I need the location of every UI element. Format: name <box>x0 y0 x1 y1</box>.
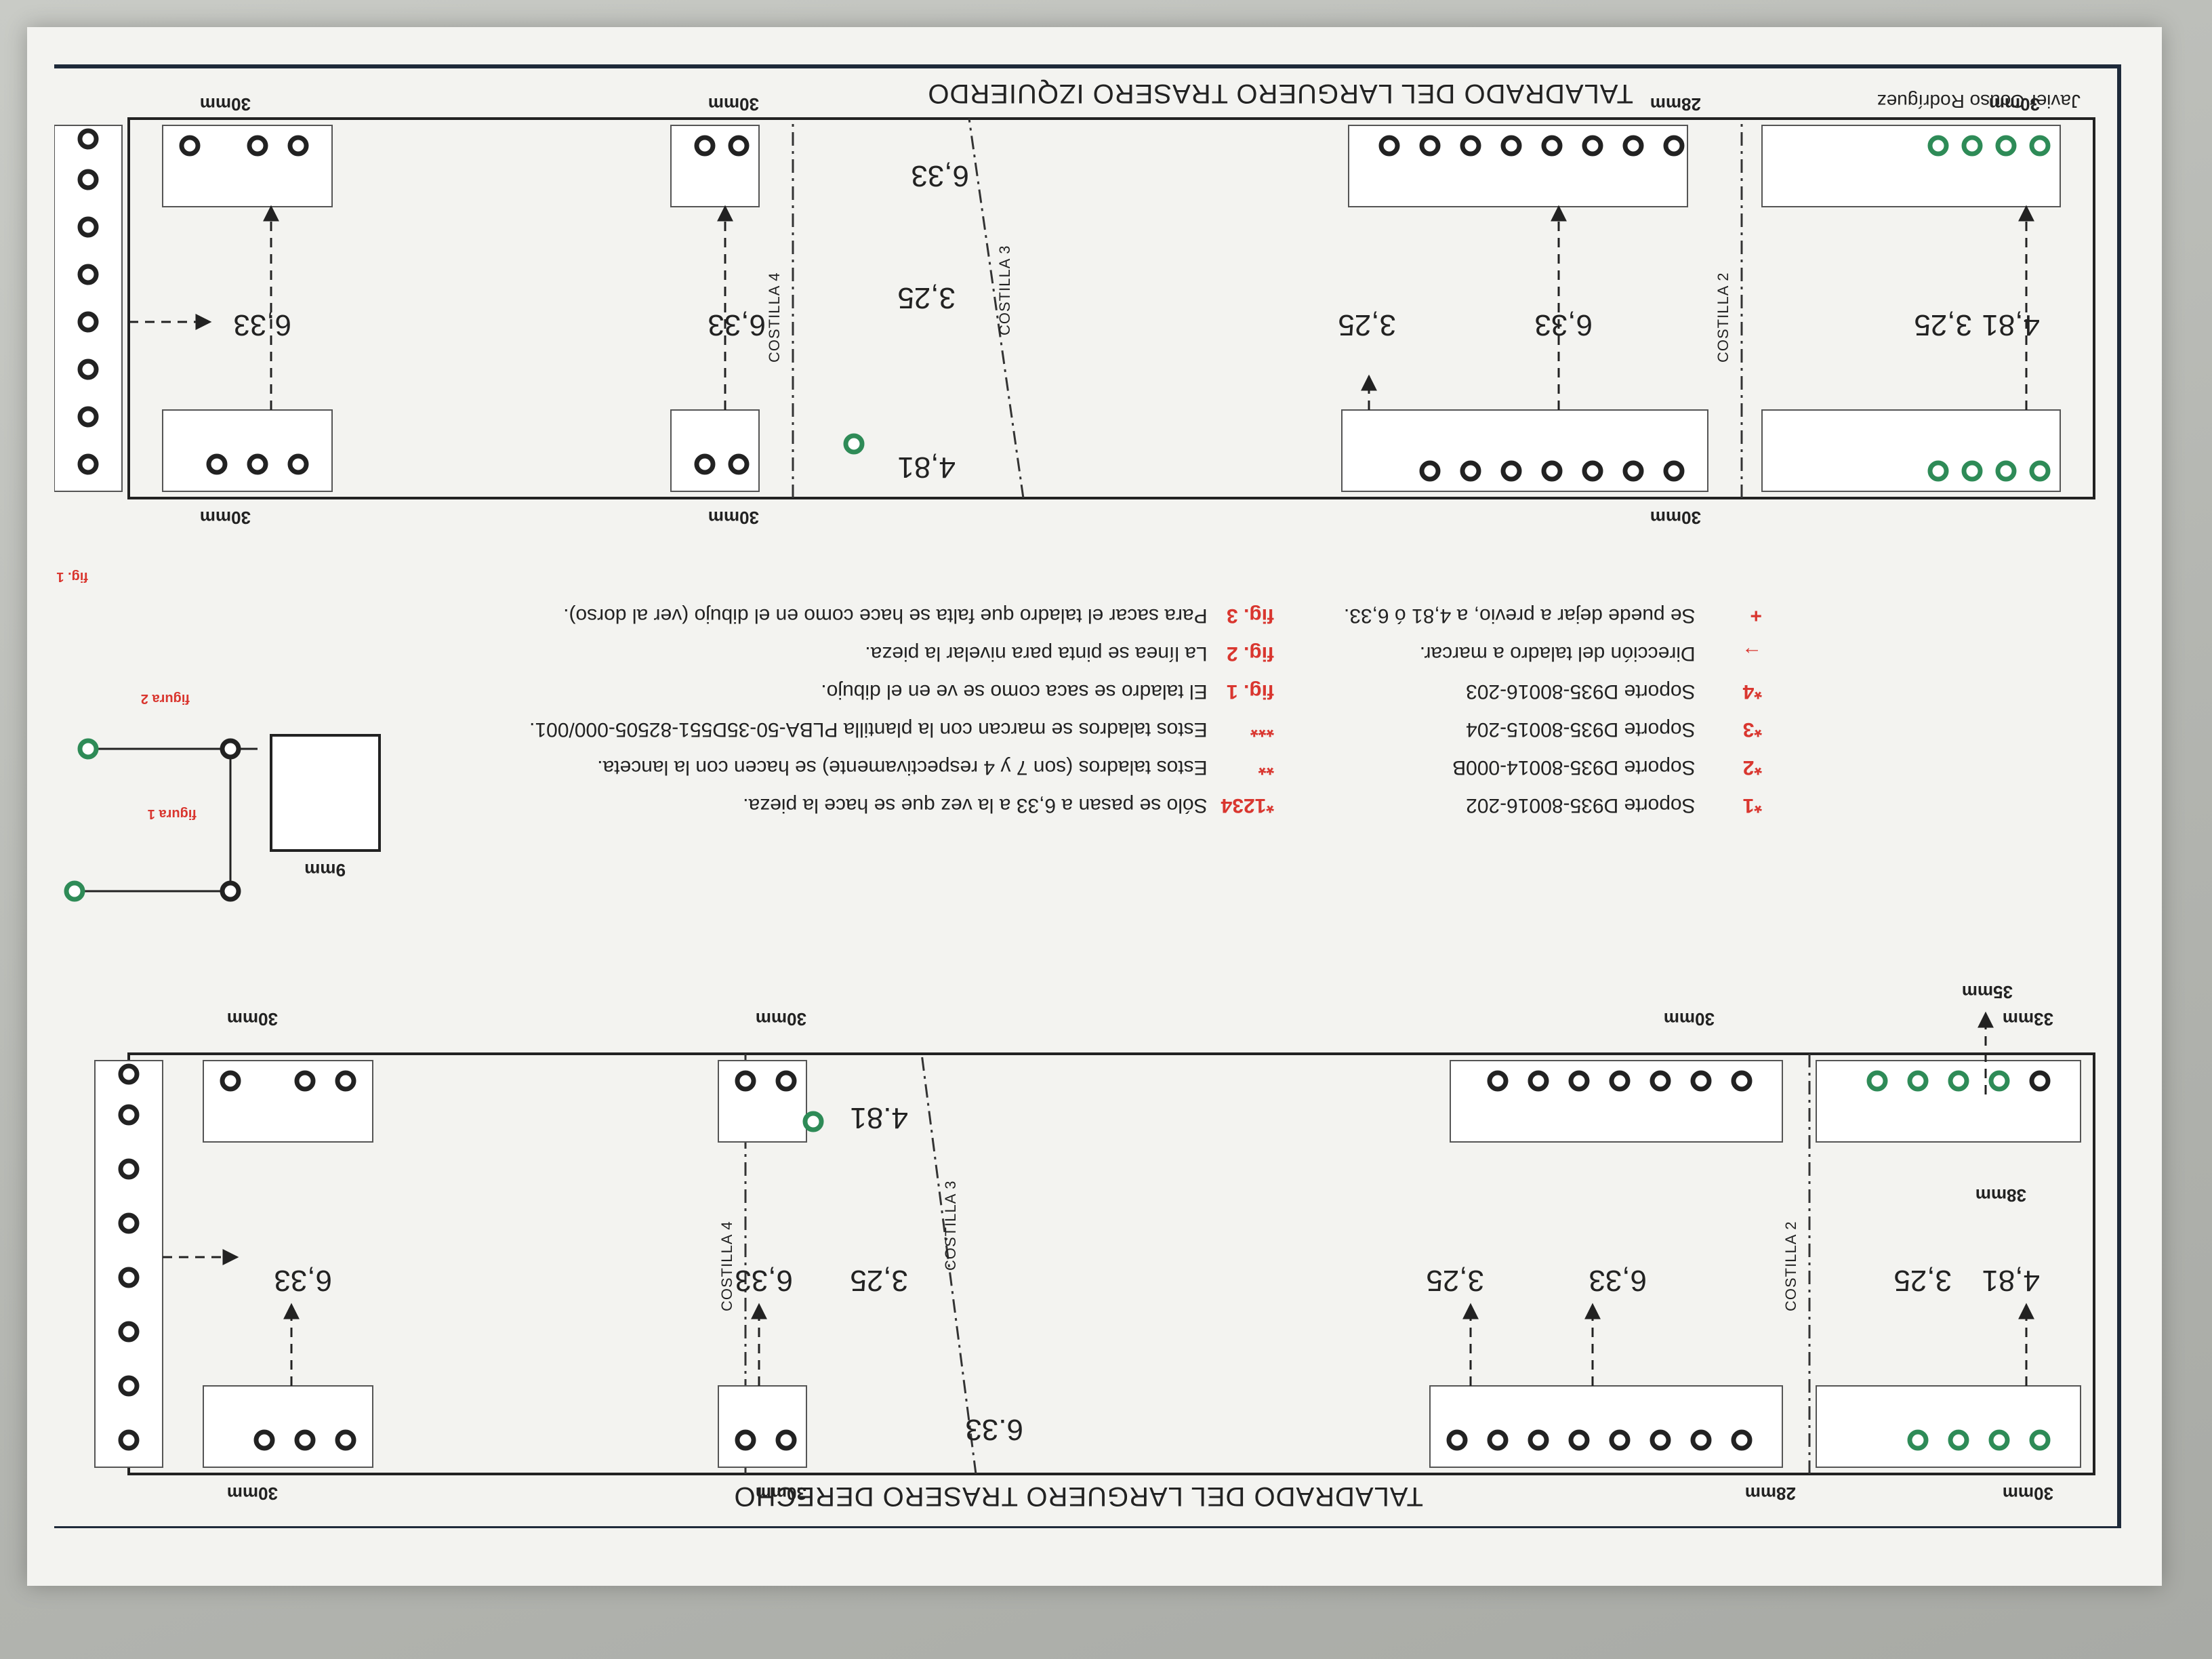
left-dim-30mm-b: 30mm <box>708 94 759 115</box>
right-dim-30mm-d: 30mm <box>1664 1009 1715 1029</box>
right-spar: COSTILLA 2 COSTILLA 3 COSTILLA 4 <box>94 982 2095 1504</box>
right-dim-30mm-f: 30mm <box>227 1009 278 1029</box>
right-dim-33mm: 33mm <box>2003 1009 2053 1029</box>
right-dim-30mm-a: 30mm <box>2003 1483 2053 1504</box>
right-measure-633-b: 6,33 <box>735 1264 793 1297</box>
right-measure-481-b: 4.81 <box>850 1101 908 1134</box>
right-measure-325-c: 3,25 <box>850 1264 908 1297</box>
right-dim-35mm: 35mm <box>1962 982 2013 1002</box>
rib-4-label-right: COSTILLA 4 <box>718 1221 735 1311</box>
author-name: Javier Couso Rodríguez <box>1877 91 2081 112</box>
right-dim-28mm: 28mm <box>1745 1483 1796 1504</box>
right-spar-title: TALADRADO DEL LARGUERO TRASERO DERECHO <box>734 1481 1423 1511</box>
right-measure-481: 4,81 <box>1982 1264 2040 1297</box>
left-measure-633-d: 6,33 <box>911 159 969 192</box>
left-dim-30mm-f: 30mm <box>200 508 251 528</box>
direction-row: → Dirección del taladro a marcar. <box>1419 642 1762 665</box>
left-dim-30mm-a: 30mm <box>1989 94 2040 115</box>
right-measure-325-b: 3,25 <box>1426 1264 1484 1297</box>
figure-2-label: figura 2 <box>141 691 190 706</box>
fig3-dim-9mm: 9mm <box>304 860 346 880</box>
left-dim-30mm-d: 30mm <box>1650 508 1701 528</box>
right-dim-38mm: 38mm <box>1975 1185 2026 1206</box>
left-spar: COSTILLA 2 COSTILLA 3 COSTILLA 4 <box>54 94 2095 528</box>
left-measure-633-b: 6,33 <box>708 308 766 342</box>
left-spar-title: TALADRADO DEL LARGUERO TRASERO IZQUIERDO <box>927 79 1633 108</box>
support-row-4: *4 Soporte D935-80016-203 <box>1466 680 1762 703</box>
right-measure-325: 3,25 <box>1893 1264 1952 1297</box>
support-row-2: *2 Soporte D935-80014-000B <box>1452 756 1762 779</box>
right-measure-633-c: 6,33 <box>274 1264 332 1297</box>
figure-1-label: figura 1 <box>148 806 197 821</box>
rib-2-label: COSTILLA 2 <box>1715 272 1732 363</box>
drawing-page: TALADRADO DEL LARGUERO TRASERO IZQUIERDO… <box>54 64 2121 1528</box>
legend-row-2: ** Estos taladros (son 7 y 4 respectivam… <box>597 756 1274 779</box>
legend-block: *1234 Sólo se pasan a 6,33 a la vez que … <box>529 559 2101 817</box>
legend-row-6: fig. 3 Para sacar el taladro que falta s… <box>563 605 1274 627</box>
right-measure-633-d: 6.33 <box>965 1413 1023 1446</box>
left-measure-325-c: 3,25 <box>897 281 956 314</box>
left-measure-325-b: 3,25 <box>1338 308 1396 342</box>
fig-1-tag: fig. 1 <box>56 569 88 584</box>
legend-row-3: *** Estos taladros se marcan con la plan… <box>529 718 1274 741</box>
legend-row-1: *1234 Sólo se pasan a 6,33 a la vez que … <box>743 794 1274 817</box>
drawing-sheet <box>27 27 2162 1586</box>
left-measure-633-c: 6,33 <box>233 308 291 342</box>
left-measure-481-b: 4,81 <box>897 451 956 484</box>
left-measure-633: 6,33 <box>1534 308 1593 342</box>
right-dim-30mm-e: 30mm <box>756 1009 806 1029</box>
right-measure-633: 6,33 <box>1589 1264 1647 1297</box>
right-dim-30mm-c: 30mm <box>227 1483 278 1504</box>
legend-row-5: fig. 2 La línea se pinta para nivelar la… <box>865 642 1274 665</box>
previo-row: + Se puede dejar a previo, a 4,81 ó 6,33… <box>1343 605 1762 627</box>
left-measure-481: 4,81 <box>1982 308 2040 342</box>
support-row-3: *3 Soporte D935-80015-204 <box>1466 718 1762 741</box>
legend-row-4: fig. 1 El taladro se saca como se ve en … <box>821 680 1274 703</box>
rib-2-label-right: COSTILLA 2 <box>1782 1221 1799 1311</box>
rib-3-label: COSTILLA 3 <box>996 245 1013 335</box>
rib-3-label-right: COSTILLA 3 <box>942 1180 959 1271</box>
figures: figura 1 figura 2 9mm fig. 1 <box>56 569 381 902</box>
drilling-diagram: TALADRADO DEL LARGUERO TRASERO IZQUIERDO… <box>54 79 2095 1511</box>
left-dim-28mm: 28mm <box>1650 94 1701 115</box>
support-row-1: *1 Soporte D935-80016-202 <box>1466 794 1762 817</box>
left-measure-325: 3,25 <box>1914 308 1972 342</box>
left-dim-30mm-c: 30mm <box>200 94 251 115</box>
left-dim-30mm-e: 30mm <box>708 508 759 528</box>
right-dim-30mm-b: 30mm <box>756 1483 806 1504</box>
rib-4-label: COSTILLA 4 <box>766 272 783 363</box>
